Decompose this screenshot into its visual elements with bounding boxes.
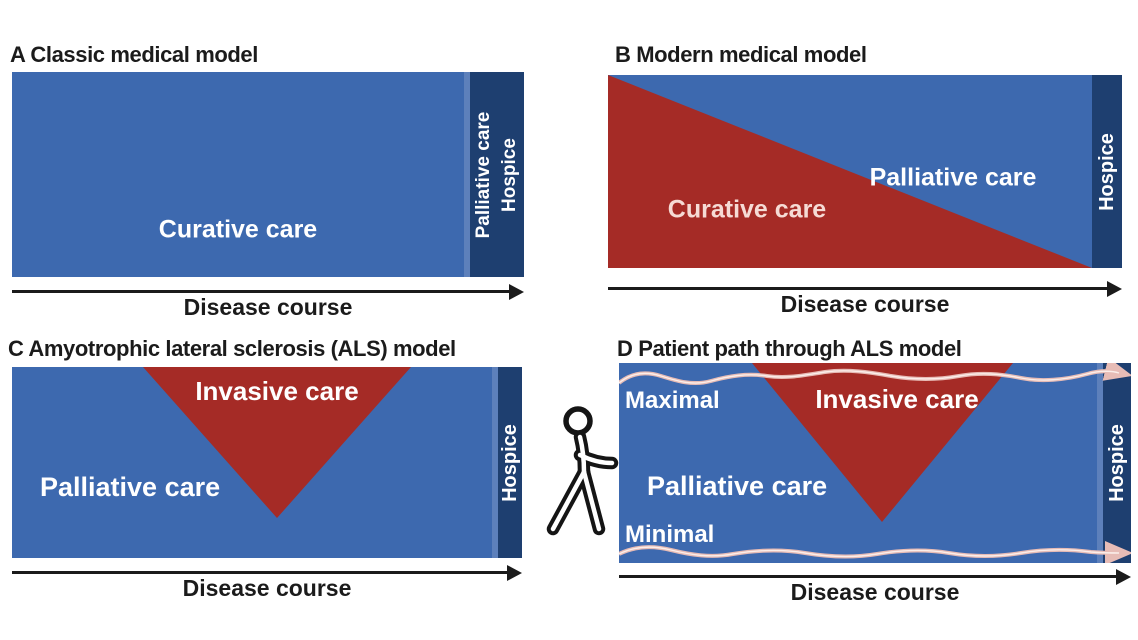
panel-b-curative-care-label: Curative care — [667, 195, 827, 224]
panel-c-hospice-strip: Hospice — [492, 367, 522, 558]
panel-b-chart: Palliative care Curative care Hospice — [608, 75, 1122, 268]
panel-c-disease-course-arrow — [12, 565, 522, 581]
axis-arrowhead-icon — [1107, 281, 1122, 297]
panel-d-palliative-care-label: Palliative care — [647, 471, 828, 501]
curative-care-triangle — [608, 75, 1092, 268]
panel-c-invasive-care-label: Invasive care — [195, 376, 359, 406]
walking-person-icon — [546, 406, 619, 536]
axis-arrowhead-icon — [1116, 569, 1131, 585]
panel-a-title: A Classic medical model — [10, 42, 258, 67]
panel-b-hospice-strip: Hospice — [1092, 75, 1122, 268]
invasive-care-triangle — [143, 367, 411, 518]
panel-a-disease-course-arrow — [12, 284, 524, 300]
panel-d-title: D Patient path through ALS model — [617, 336, 962, 361]
panel-a-strip-text: Palliative care Hospice — [471, 72, 523, 277]
panel-a-chart: Curative care Palliative care Hospice — [12, 72, 524, 277]
axis-line — [12, 571, 510, 574]
panel-c-chart: Invasive care Palliative care Hospice — [12, 367, 522, 558]
invasive-care-triangle — [752, 363, 1013, 522]
panel-c-title: C Amyotrophic lateral sclerosis (ALS) mo… — [8, 336, 456, 361]
panel-d-hospice-strip: Hospice — [1097, 363, 1131, 563]
axis-line — [12, 290, 512, 293]
axis-line — [619, 575, 1119, 578]
panel-b-title: B Modern medical model — [615, 42, 867, 67]
strip-label-palliative-care: Palliative care — [473, 111, 494, 238]
panel-c-hospice-label: Hospice — [499, 423, 521, 502]
panel-d-maximal-label: Maximal — [625, 387, 720, 414]
axis-line — [608, 287, 1110, 290]
panel-d-disease-course-arrow — [619, 569, 1131, 585]
panel-b-hospice-label: Hospice — [1096, 132, 1118, 211]
strip-label-hospice: Hospice — [499, 137, 520, 212]
panel-c-palliative-care-label: Palliative care — [40, 472, 221, 502]
panel-a-palliative-hospice-strip: Palliative care Hospice — [464, 72, 524, 277]
panel-b-axis-label: Disease course — [780, 291, 950, 317]
panel-d-minimal-label: Minimal — [625, 521, 715, 548]
panel-d-hospice-label: Hospice — [1106, 424, 1128, 502]
panel-a-curative-care-label: Curative care — [158, 215, 318, 244]
panel-d-chart: Hospice Invasive care Maximal Palliative… — [619, 363, 1131, 563]
axis-arrowhead-icon — [509, 284, 524, 300]
panel-d-invasive-care-label: Invasive care — [815, 384, 979, 414]
panel-b-disease-course-arrow — [608, 281, 1122, 297]
panel-b-palliative-care-label: Palliative care — [869, 163, 1037, 192]
panel-d-axis-label: Disease course — [790, 579, 960, 605]
panel-c-axis-label: Disease course — [182, 575, 352, 601]
panel-a-axis-label: Disease course — [183, 294, 353, 320]
axis-arrowhead-icon — [507, 565, 522, 581]
